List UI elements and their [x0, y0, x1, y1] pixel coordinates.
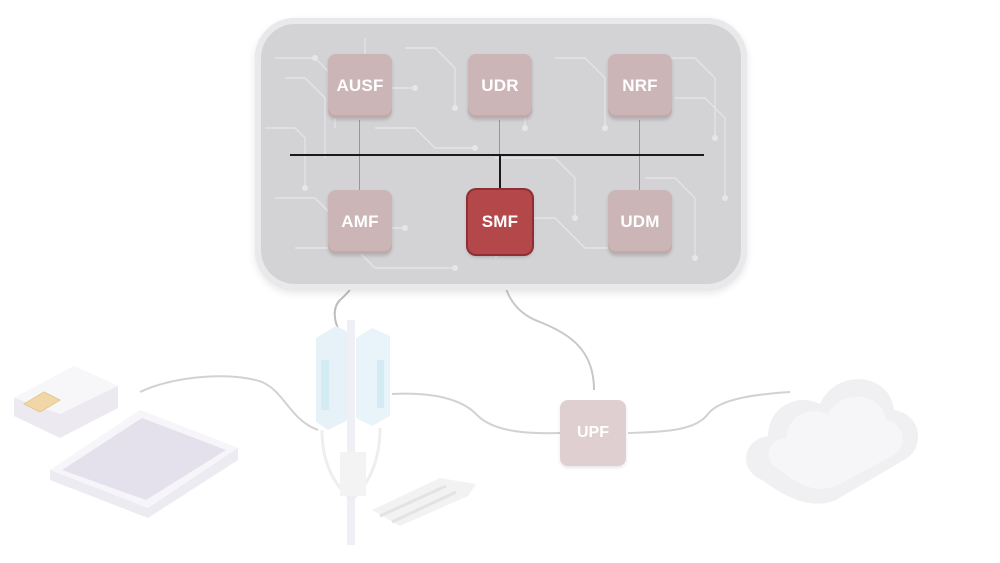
udm-label: UDM: [620, 212, 660, 231]
upf-cloud-link: [627, 391, 791, 434]
ausf-label: AUSF: [336, 76, 384, 95]
amf-label: AMF: [341, 212, 379, 231]
smf-node[interactable]: SMF: [468, 190, 532, 254]
ausf-node[interactable]: AUSF: [328, 54, 392, 118]
nrf-node[interactable]: NRF: [608, 54, 672, 118]
udr-node[interactable]: UDR: [468, 54, 532, 118]
smf-bus-link: [499, 156, 501, 190]
smf-label: SMF: [481, 212, 519, 231]
amf-bus-link: [359, 156, 360, 190]
upf-node[interactable]: UPF: [560, 400, 626, 466]
tower-upf-link: [391, 392, 561, 435]
upf-label: UPF: [577, 424, 609, 441]
ausf-bus-link: [359, 120, 360, 155]
nrf-bus-link: [639, 120, 640, 155]
udr-label: UDR: [481, 76, 519, 95]
udr-bus-link: [499, 120, 500, 155]
amf-node[interactable]: AMF: [328, 190, 392, 254]
udm-bus-link: [639, 156, 640, 190]
service-based-bus: [290, 154, 704, 156]
nrf-label: NRF: [622, 76, 658, 95]
phone-tower-link: [139, 375, 319, 431]
udm-node[interactable]: UDM: [608, 190, 672, 254]
